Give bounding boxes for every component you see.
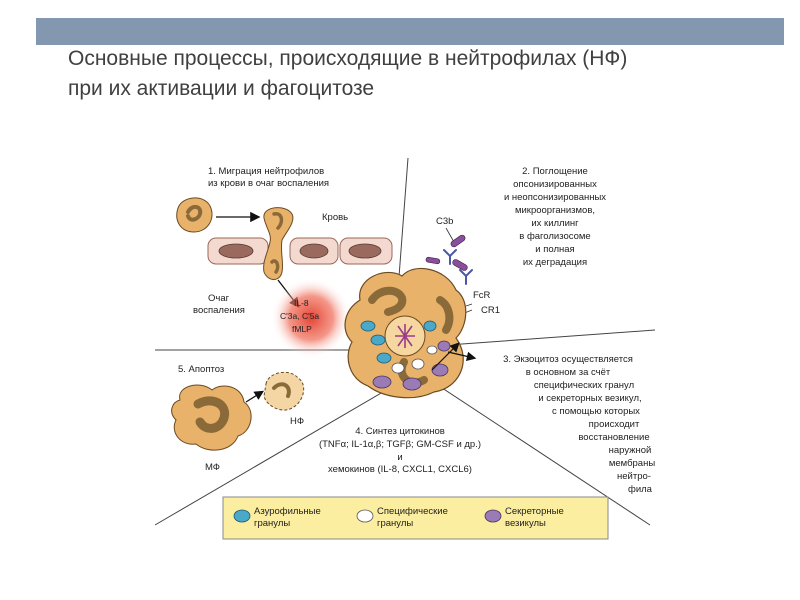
apoptosis-arrow: [245, 390, 265, 403]
legend-azurophil-line2: гранулы: [254, 518, 290, 529]
chemo-fmlp: fMLP: [292, 324, 312, 334]
legend-secretory-line2: везикулы: [505, 518, 546, 529]
cr1-label: CR1: [481, 305, 500, 316]
step2-line-1: 2. Поглощение: [522, 166, 588, 177]
step5-label: 5. Апоптоз: [178, 364, 224, 375]
step1-label-line2: из крови в очаг воспаления: [208, 178, 329, 189]
title-line-1: Основные процессы, происходящие в нейтро…: [68, 47, 628, 70]
step3-line-5: с помощью которых: [552, 406, 640, 417]
inflammation-glow: [271, 278, 351, 358]
step2-line-5: их киллинг: [531, 218, 579, 229]
legend-secretory-swatch: [484, 509, 502, 523]
apoptotic-neutrophil: [263, 371, 305, 411]
step3-line-1: 3. Экзоцитоз осуществляется: [503, 354, 633, 365]
chemo-il8: IL-8: [294, 298, 309, 308]
blood-label: Кровь: [322, 212, 348, 223]
step2-line-8: их деградация: [523, 257, 587, 268]
title-line-2: при их активации и фагоцитозе: [68, 77, 375, 100]
circulating-neutrophil: [176, 197, 213, 233]
focus-label-line1: Очаг: [208, 293, 230, 304]
activated-neutrophil: [344, 267, 477, 399]
step2-line-4: микроорганизмов,: [515, 205, 595, 216]
step2-line-6: в фаголизосоме: [519, 231, 590, 242]
step1-label-line1: 1. Миграция нейтрофилов: [208, 166, 324, 177]
focus-label-line2: воспаления: [193, 305, 245, 316]
step3-line-10: нейтро-: [617, 471, 651, 482]
step3-line-8: наружной: [609, 445, 652, 456]
cytokine-section: 4. Синтез цитокинов (TNFα; IL-1α,β; TGFβ…: [319, 426, 481, 475]
legend-specific-swatch: [356, 509, 374, 523]
migration-section: 1. Миграция нейтрофилов из крови в очаг …: [176, 166, 393, 358]
step4-line-4: хемокинов (IL-8, CXCL1, CXCL6): [328, 464, 472, 475]
step3-line-6: происходит: [589, 419, 640, 430]
slide-title: Основные процессы, происходящие в нейтро…: [68, 44, 768, 104]
step3-line-7: восстановление: [578, 432, 649, 443]
mf-label: МФ: [205, 462, 220, 473]
apoptosis-section: 5. Апоптоз МФ НФ: [171, 364, 305, 473]
azurophil-granules: [360, 320, 437, 364]
step2-line-2: опсонизированных: [513, 179, 597, 190]
legend-specific-line2: гранулы: [377, 518, 413, 529]
step4-line-3: и: [397, 452, 402, 463]
fcr-label: FcR: [473, 290, 491, 301]
step3-line-11: фила: [628, 484, 653, 495]
c3b-label: C3b: [436, 216, 453, 227]
secretory-vesicles: [372, 340, 451, 391]
legend-azurophil-swatch: [233, 509, 251, 523]
endothelial-cells: [207, 237, 393, 265]
step3-line-3: специфических гранул: [534, 380, 634, 391]
legend-specific-line1: Специфические: [377, 506, 448, 517]
exocytosis-section: 3. Экзоцитоз осуществляется в основном з…: [503, 354, 655, 495]
step3-line-9: мембраны: [609, 458, 655, 469]
step2-line-7: и полная: [535, 244, 574, 255]
step2-line-3: и неопсонизированных: [504, 192, 606, 203]
step4-line-2: (TNFα; IL-1α,β; TGFβ; GM-CSF и др.): [319, 439, 481, 450]
legend-secretory-line1: Секреторные: [505, 506, 564, 517]
divider-lines: [154, 157, 656, 526]
specific-granules: [391, 345, 438, 374]
chemo-complement: C'3a, C'5a: [280, 311, 319, 321]
macrophage: [171, 384, 252, 451]
step3-line-2: в основном за счёт: [526, 367, 611, 378]
step4-line-1: 4. Синтез цитокинов: [355, 426, 445, 437]
header-bar: [36, 18, 784, 45]
transmigrating-neutrophil: [263, 207, 294, 280]
nf-label: НФ: [290, 416, 304, 427]
legend-azurophil-line1: Азурофильные: [254, 506, 321, 517]
legend: Азурофильные гранулы Специфические грану…: [222, 496, 609, 540]
step3-line-4: и секреторных везикул,: [538, 393, 641, 404]
phagocytosis-section: 2. Поглощение опсонизированных и неопсон…: [504, 166, 606, 268]
